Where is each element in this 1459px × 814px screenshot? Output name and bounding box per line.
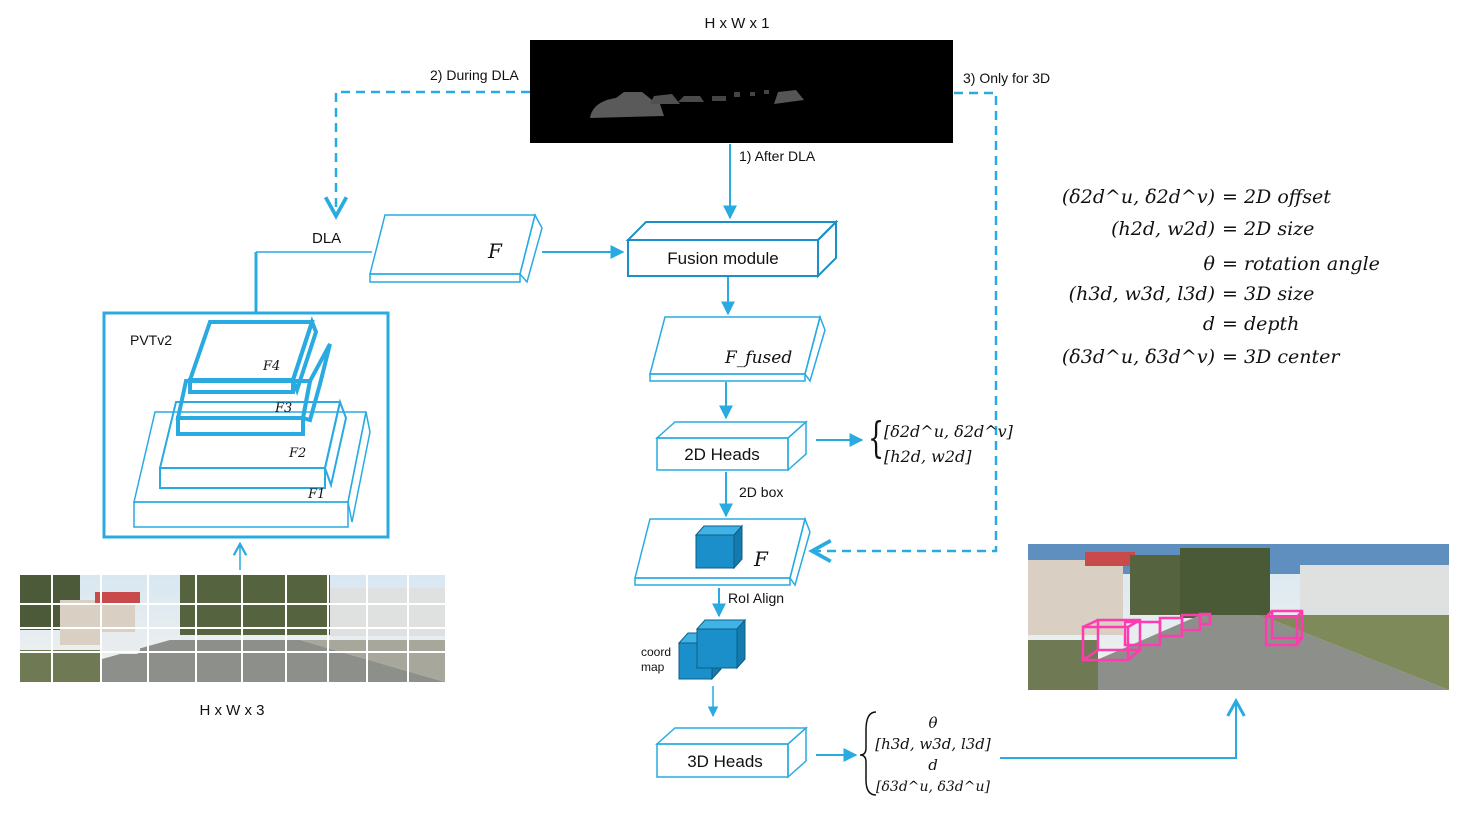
notation-legend: (δ2d^u, δ2d^v) = 2D offset (h2d, w2d) = …: [1062, 186, 1380, 368]
feature-label: F: [487, 239, 503, 263]
output-2d-offset: [δ2d^u, δ2d^v]: [884, 422, 1014, 441]
pyramid-label-1: F1: [307, 487, 325, 502]
pyramid-label-3: F3: [274, 401, 292, 416]
output-3d-center: [δ3d^u, δ3d^u]: [876, 779, 990, 795]
backbone-name: PVTv2: [130, 332, 172, 348]
output-3d-size: [h3d, w3d, l3d]: [875, 735, 991, 753]
during-dla-arrow: [323, 90, 530, 220]
legend-lhs-3: θ: [1204, 253, 1216, 275]
pyramid-level-4: [187, 316, 319, 396]
legend-rhs-6: = 3D center: [1222, 346, 1341, 368]
box-2d-label: 2D box: [739, 484, 783, 500]
legend-rhs-1: = 2D offset: [1222, 186, 1331, 208]
output-3d-depth: d: [928, 756, 938, 774]
heads-3d-block: [655, 726, 808, 779]
heads-2d-block: [655, 420, 808, 472]
coord-map-cube-front: [695, 618, 747, 670]
output-2d-size: [h2d, w2d]: [884, 447, 972, 466]
legend-rhs-5: = depth: [1222, 313, 1299, 335]
coord-map-label-1: coord: [641, 645, 671, 659]
fusion-module-label: Fusion module: [667, 249, 779, 268]
pyramid-level-3: [175, 343, 332, 436]
output-to-result-arrow: [1000, 697, 1246, 759]
heads-2d-label: 2D Heads: [684, 445, 760, 464]
roi-feature-block: [634, 516, 811, 587]
depth-map-label: H x W x 1: [704, 15, 769, 32]
heads-3d-label: 3D Heads: [687, 752, 763, 771]
fused-feature-label: F_fused: [724, 348, 792, 368]
legend-lhs-6: (δ3d^u, δ3d^v): [1062, 346, 1215, 368]
output-3d-angle: θ: [928, 714, 937, 732]
pyramid-label-4: F4: [262, 359, 280, 374]
input-image-label: H x W x 3: [199, 702, 264, 719]
depth-map-image: [530, 40, 953, 143]
roi-feature-label: F: [753, 547, 769, 571]
pyramid-label-2: F2: [288, 446, 306, 461]
during-dla-label: 2) During DLA: [430, 67, 519, 83]
dla-label: DLA: [312, 230, 341, 247]
only-3d-label: 3) Only for 3D: [963, 70, 1050, 86]
outputs-2d-brace: {: [868, 414, 884, 463]
roi-align-label: RoI Align: [728, 590, 784, 606]
legend-rhs-4: = 3D size: [1222, 283, 1314, 305]
legend-rhs-3: = rotation angle: [1222, 253, 1380, 275]
result-image: [1028, 544, 1449, 690]
pyramid-level-1: [133, 411, 371, 528]
outputs-3d-brace: [859, 711, 877, 796]
legend-lhs-2: (h2d, w2d): [1111, 218, 1215, 240]
fused-feature-block: [649, 314, 826, 383]
roi-cube-icon: [694, 524, 744, 570]
only-3d-arrow: [808, 91, 998, 564]
after-dla-label: 1) After DLA: [739, 148, 816, 164]
legend-lhs-4: (h3d, w3d, l3d): [1069, 283, 1215, 305]
legend-lhs-1: (δ2d^u, δ2d^v): [1062, 186, 1215, 208]
legend-rhs-2: = 2D size: [1222, 218, 1314, 240]
legend-lhs-5: d: [1203, 313, 1215, 335]
coord-map-label-2: map: [641, 660, 665, 674]
fusion-module-block: [625, 219, 839, 279]
pyramid-level-2: [158, 398, 348, 489]
feature-block: [369, 212, 543, 284]
input-image: [20, 575, 445, 682]
detected-3d-boxes: [1081, 609, 1304, 662]
backbone-frame: [102, 311, 390, 539]
